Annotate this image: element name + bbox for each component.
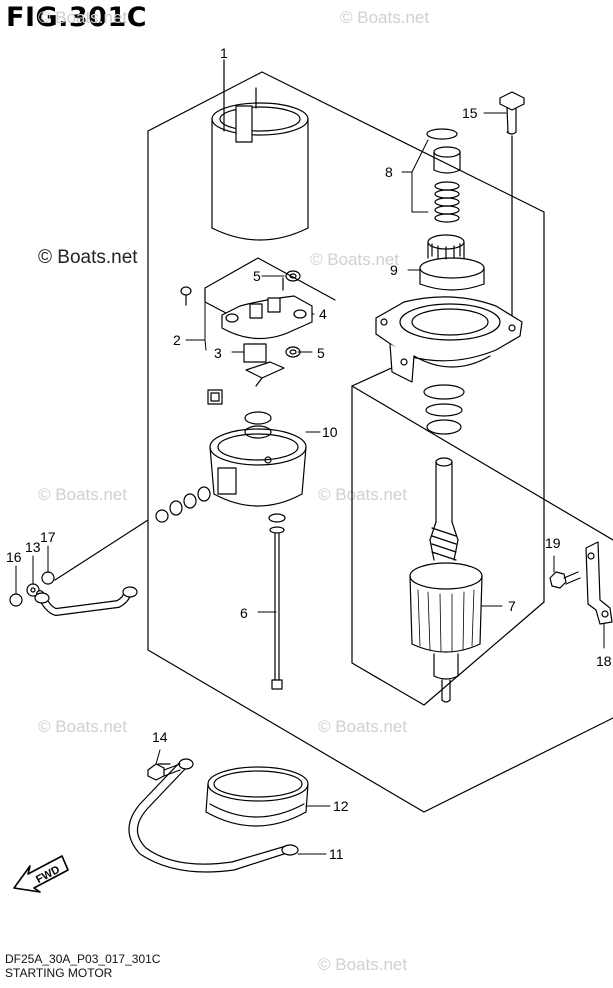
- callout-5: 5: [253, 268, 261, 284]
- callout-10: 10: [322, 424, 338, 440]
- callout-2: 2: [173, 332, 181, 348]
- fwd-arrow-icon: FWD: [13, 855, 69, 893]
- watermark-dark: © Boats.net: [38, 247, 138, 268]
- through-bolt: [268, 513, 286, 690]
- brush: [243, 343, 285, 387]
- watermark: © Boats.net: [310, 250, 400, 269]
- callout-7: 7: [508, 598, 516, 614]
- watermark: © Boats.net: [318, 955, 408, 974]
- assembly-frame: [147, 59, 613, 813]
- callout-19: 19: [545, 535, 561, 551]
- watermark: © Boats.net: [340, 8, 430, 27]
- pinion-stop-collar: [433, 146, 461, 174]
- cable: [9, 519, 149, 616]
- seal-washers: [423, 384, 465, 435]
- screw: [180, 286, 192, 306]
- callout-8: 8: [385, 164, 393, 180]
- housing-bolt: [499, 91, 525, 323]
- callout-6: 6: [240, 605, 248, 621]
- callout-18: 18: [596, 653, 612, 669]
- callout-3: 3: [214, 345, 222, 361]
- mounting-band: [205, 766, 309, 827]
- fwd-label: FWD: [34, 864, 62, 886]
- callout-4: 4: [319, 306, 327, 322]
- callouts: 1 2 3 4 5 5 6 7 8 9 10 11 12 13 14 15 16…: [6, 45, 612, 862]
- yoke-cylinder: [211, 87, 309, 241]
- brush-spring: [282, 270, 301, 291]
- pinion-gear: [419, 234, 485, 291]
- washers: [244, 411, 272, 439]
- return-spring: [434, 181, 460, 223]
- figure-title: FIG.301C: [6, 2, 148, 33]
- insulator-washers: [155, 486, 211, 523]
- end-cover: [209, 428, 307, 507]
- callout-11: 11: [329, 846, 344, 862]
- callout-17: 17: [40, 529, 56, 545]
- callout-5: 5: [317, 345, 325, 361]
- brush-group-box: [204, 257, 336, 340]
- figure-name: STARTING MOTOR: [5, 966, 113, 980]
- bracket: [549, 541, 613, 625]
- figure-code: DF25A_30A_P03_017_301C: [5, 952, 161, 966]
- armature: [409, 457, 483, 703]
- callout-13: 13: [25, 539, 41, 555]
- callout-14: 14: [152, 729, 168, 745]
- callout-12: 12: [333, 798, 349, 814]
- watermark: © Boats.net: [318, 485, 408, 504]
- watermark: © Boats.net: [38, 717, 128, 736]
- watermark: © Boats.net: [318, 717, 408, 736]
- callout-9: 9: [390, 262, 398, 278]
- watermark: © Boats.net: [38, 8, 128, 27]
- callout-16: 16: [6, 549, 22, 565]
- callout-15: 15: [462, 105, 478, 121]
- watermark: © Boats.net: [38, 485, 128, 504]
- callout-1: 1: [220, 45, 228, 61]
- drive-housing: [375, 296, 523, 383]
- stop-ring: [426, 128, 458, 140]
- leader-lines: [15, 112, 605, 855]
- square-nut: [207, 389, 223, 405]
- strap-bolt: [147, 763, 181, 781]
